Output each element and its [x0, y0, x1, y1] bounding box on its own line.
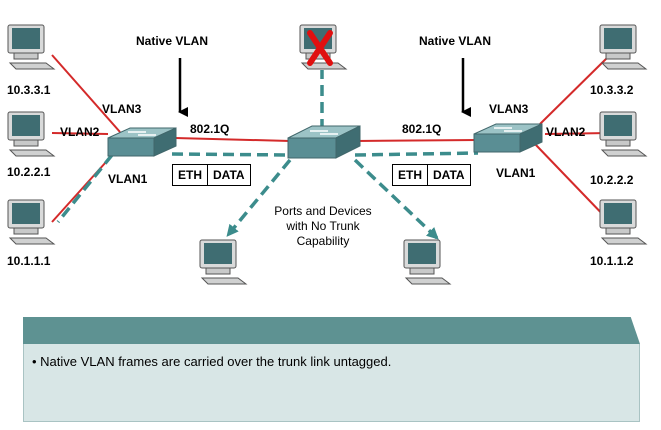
frame-right: ETH DATA — [392, 164, 471, 186]
info-panel-text: • Native VLAN frames are carried over th… — [32, 354, 392, 369]
native-vlan-label-left: Native VLAN — [136, 34, 209, 48]
host-ip-right-vlan1: 10.1.1.2 — [590, 254, 634, 268]
info-panel-body: • Native VLAN frames are carried over th… — [23, 344, 640, 422]
trunk-label-right: 802.1Q — [402, 122, 442, 136]
frame-left-payload: DATA — [207, 165, 250, 185]
host-ip-left-vlan1: 10.1.1.1 — [7, 254, 51, 268]
host-ip-left-vlan3: 10.3.3.1 — [7, 83, 51, 97]
vlan1-label-left: VLAN1 — [108, 172, 148, 186]
no-trunk-caption: Ports and Devices with No Trunk Capabili… — [274, 204, 372, 248]
blocked-x-icon — [307, 30, 333, 66]
switch-right — [473, 123, 543, 153]
computer-icon-right-vlan2 — [599, 111, 648, 157]
computer-icon-left-vlan1 — [7, 199, 56, 245]
switch-center — [287, 125, 361, 159]
switch-left — [107, 127, 177, 157]
vlan2-label-left: VLAN2 — [60, 125, 100, 139]
native-vlan-label-right: Native VLAN — [419, 34, 492, 48]
host-ip-right-vlan2: 10.2.2.2 — [590, 173, 634, 187]
info-panel: • Native VLAN frames are carried over th… — [23, 317, 640, 423]
computer-icon-left-vlan3 — [7, 24, 56, 70]
info-panel-header — [23, 317, 640, 344]
computer-icon-left-vlan2 — [7, 111, 56, 157]
vlan2-label-right: VLAN2 — [546, 125, 586, 139]
vlan3-label-right: VLAN3 — [489, 102, 529, 116]
frame-right-header: ETH — [398, 168, 422, 182]
access-links — [51, 54, 611, 223]
computer-icon-right-vlan1 — [599, 199, 648, 245]
frame-left-header: ETH — [178, 168, 202, 182]
trunk-label-left: 802.1Q — [190, 122, 230, 136]
frame-right-payload: DATA — [427, 165, 470, 185]
computer-icon-bottom-right — [403, 239, 452, 285]
computer-icon-right-vlan3 — [599, 24, 648, 70]
frame-left: ETH DATA — [172, 164, 251, 186]
vlan1-label-right: VLAN1 — [496, 166, 536, 180]
host-ip-right-vlan3: 10.3.3.2 — [590, 83, 634, 97]
native-vlan-pointers — [178, 58, 471, 117]
computer-icon-bottom-left — [199, 239, 248, 285]
native-vlan-paths — [56, 70, 479, 240]
vlan3-label-left: VLAN3 — [102, 102, 142, 116]
host-ip-left-vlan2: 10.2.2.1 — [7, 165, 51, 179]
